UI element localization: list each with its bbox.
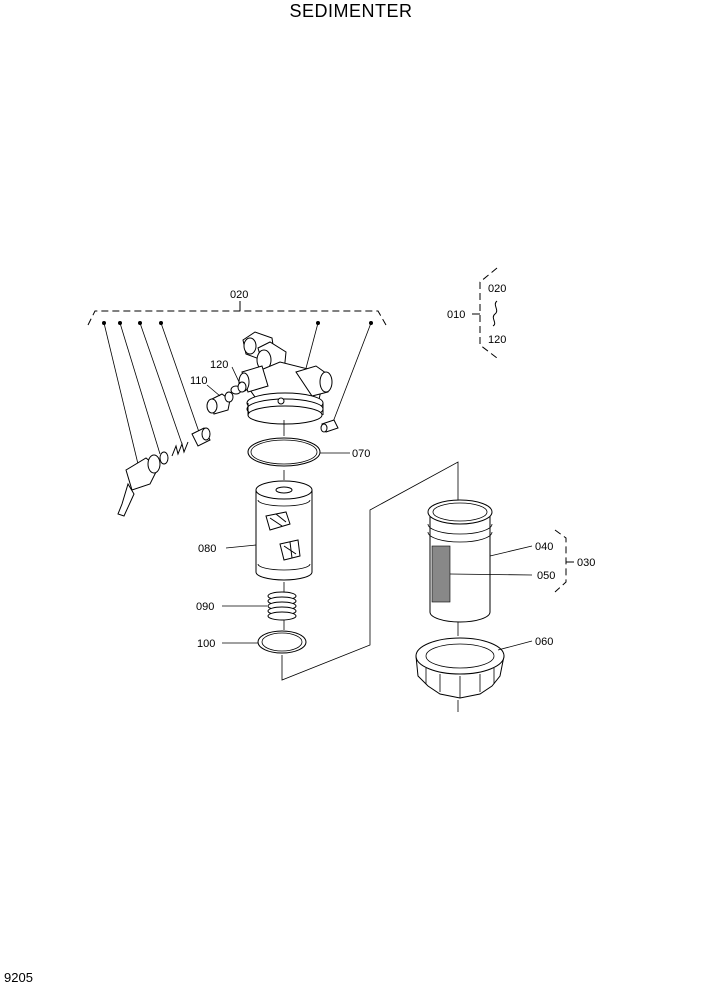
label-050: 050: [537, 570, 555, 582]
label-060: 060: [535, 636, 553, 648]
head-bolt: [320, 419, 339, 433]
part-070-o-ring: 070: [247, 437, 370, 467]
page-title: SEDIMENTER: [289, 1, 413, 21]
page-number: 9205: [4, 970, 33, 985]
valve-parts: [117, 427, 211, 517]
bracket-030: 030: [554, 529, 595, 593]
label-040: 040: [535, 541, 553, 553]
label-020-ref: 020: [488, 283, 506, 295]
label-120: 120: [210, 359, 228, 371]
label-090: 090: [196, 601, 214, 613]
part-040-bowl: 040 050: [427, 499, 555, 623]
bracket-020: 020: [87, 289, 387, 326]
label-120-ref: 120: [488, 334, 506, 346]
part-110-plug: 110: [190, 375, 234, 415]
label-110: 110: [190, 375, 208, 387]
label-010: 010: [447, 309, 465, 321]
label-030: 030: [577, 557, 595, 569]
label-020: 020: [230, 289, 248, 301]
part-090-spring: 090: [196, 591, 297, 621]
assembly-line: [281, 461, 459, 681]
part-100-ring: 100: [197, 630, 307, 654]
bracket-leaders: [102, 321, 373, 465]
label-100: 100: [197, 638, 215, 650]
label-070: 070: [352, 448, 370, 460]
filter-head: [238, 331, 333, 425]
label-080: 080: [198, 543, 216, 555]
part-080-filter-element: 080: [198, 480, 313, 581]
part-050-mesh: [431, 545, 451, 603]
bracket-010: 010 020 120: [447, 267, 506, 359]
range-tilde-icon: [492, 300, 498, 327]
part-120-screw: 120: [210, 359, 247, 395]
part-060-ring-nut: 060: [415, 622, 553, 712]
